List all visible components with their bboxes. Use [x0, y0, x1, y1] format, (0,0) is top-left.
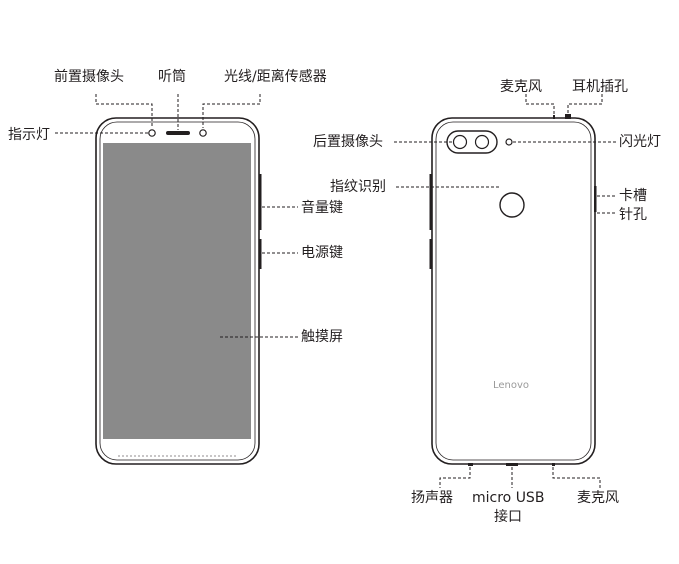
- back-phone: [429, 114, 597, 466]
- power-key-label: 电源键: [301, 245, 343, 261]
- flash-label: 闪光灯: [619, 134, 661, 150]
- back-leaders: [394, 94, 617, 488]
- indicator-light-label: 指示灯: [8, 127, 50, 143]
- back-body-outline: [431, 117, 596, 465]
- rear-camera-label: 后置摄像头: [313, 134, 383, 150]
- leader-mic-top: [525, 94, 555, 114]
- front-body-outline: [95, 117, 260, 465]
- fingerprint-sensor: [499, 192, 525, 218]
- front-camera-label: 前置摄像头: [54, 69, 124, 85]
- sensor-label: 光线/距离传感器: [224, 69, 327, 85]
- leader-front-camera: [95, 94, 153, 128]
- front-power-button: [258, 239, 262, 269]
- back-volume-button: [429, 174, 433, 230]
- earpiece-label: 听筒: [158, 69, 186, 85]
- back-power-button: [429, 239, 433, 269]
- front-leaders: [55, 94, 298, 338]
- headset-jack-label: 耳机插孔: [572, 79, 628, 95]
- speaker-label: 扬声器: [411, 490, 453, 506]
- mic-top-label: 麦克风: [500, 79, 542, 95]
- front-camera-dot: [148, 129, 156, 137]
- speaker-grille: [468, 463, 473, 466]
- bottom-mic-hole: [552, 463, 555, 466]
- sim-tray-slot: [594, 186, 597, 212]
- pin-hole-label: 针孔: [619, 207, 647, 223]
- leader-speaker: [439, 467, 471, 488]
- mic-bottom-label: 麦克风: [577, 490, 619, 506]
- headset-jack-port: [565, 114, 571, 119]
- sensor-dot: [199, 129, 207, 137]
- top-mic-hole: [553, 115, 555, 119]
- touchscreen-label: 触摸屏: [301, 329, 343, 345]
- micro-usb-sub-label: 接口: [494, 509, 522, 525]
- usb-port: [506, 463, 518, 466]
- fingerprint-label: 指纹识别: [330, 179, 386, 195]
- leader-headset: [567, 94, 603, 113]
- rear-camera-lens-2: [474, 134, 490, 150]
- lenovo-brand-logo: Lenovo: [493, 380, 530, 391]
- sim-tray-label: 卡槽: [619, 188, 647, 204]
- front-screen: [103, 143, 251, 439]
- earpiece-slot: [166, 131, 190, 135]
- front-volume-button: [258, 174, 262, 230]
- micro-usb-label: micro USB: [472, 490, 545, 506]
- rear-camera-lens-1: [452, 134, 468, 150]
- volume-key-label: 音量键: [301, 200, 343, 216]
- flash-dot: [505, 138, 513, 146]
- back-body-inner: [435, 121, 592, 461]
- rear-camera-module: [446, 130, 498, 154]
- leader-mic-bottom: [552, 467, 601, 488]
- leader-sensor: [202, 94, 261, 128]
